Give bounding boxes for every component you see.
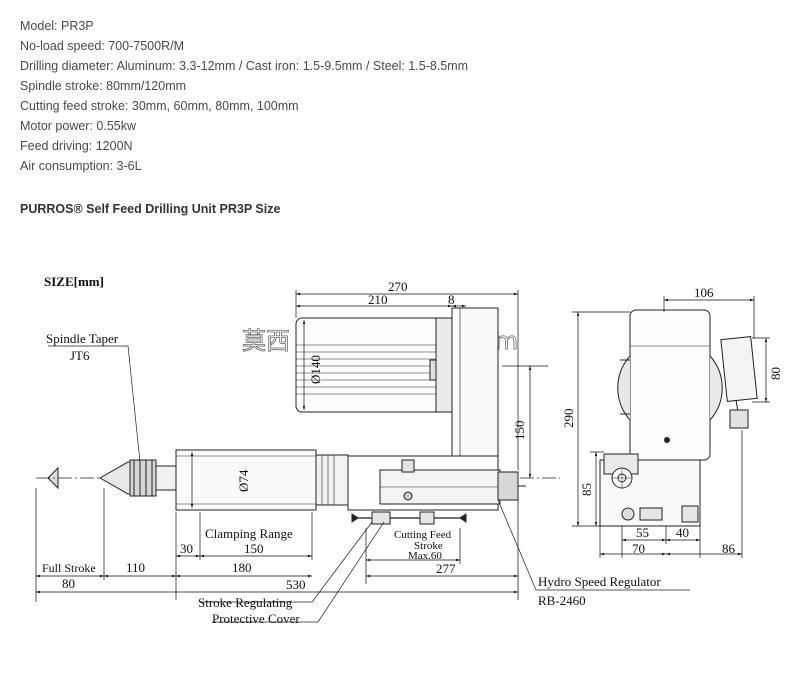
label-stroke-regulating: Stroke Regulating (198, 595, 293, 610)
dim-270: 270 (388, 279, 408, 294)
dim-40: 40 (676, 525, 689, 540)
dim-70: 70 (632, 541, 645, 556)
label-jt6: JT6 (70, 348, 90, 363)
size-label: SIZE[mm] (44, 274, 104, 289)
label-spindle-taper: Spindle Taper (46, 331, 119, 346)
spec-cutting-feed-stroke: Cutting feed stroke: 30mm, 60mm, 80mm, 1… (20, 99, 299, 113)
side-dimension-values: 270 210 8 Ø140 150 Ø74 30 150 80 110 180… (62, 279, 527, 592)
dim-290: 290 (561, 409, 576, 429)
dim-85: 85 (579, 483, 594, 496)
dim-55: 55 (636, 525, 649, 540)
front-dimensions (572, 296, 770, 558)
dim-150-vertical: 150 (512, 421, 527, 441)
dim-530: 530 (286, 577, 306, 592)
dim-d140: Ø140 (308, 355, 323, 384)
dim-30: 30 (180, 541, 193, 556)
side-dimensions (35, 290, 548, 602)
section-heading: PURROS® Self Feed Drilling Unit PR3P Siz… (20, 202, 281, 216)
dim-80: 80 (62, 576, 75, 591)
front-motor (629, 309, 711, 461)
dim-106: 106 (694, 285, 714, 300)
label-clamping-range: Clamping Range (205, 526, 293, 541)
front-regulator (720, 336, 758, 402)
label-stroke: Stroke (414, 540, 443, 552)
spec-air-consumption: Air consumption: 3-6L (20, 159, 142, 173)
column (451, 307, 499, 457)
side-view (36, 307, 560, 525)
front-dimension-values: 106 290 80 85 55 40 70 86 (561, 285, 783, 556)
label-max60: Max.60 (408, 550, 442, 562)
label-full-stroke: Full Stroke (42, 561, 96, 575)
spec-motor-power: Motor power: 0.55kw (20, 119, 137, 133)
dim-d74: Ø74 (236, 469, 251, 492)
leader-lines (48, 345, 690, 623)
front-view (599, 309, 758, 527)
dim-110: 110 (126, 560, 145, 575)
spec-list: Model: PR3P No-load speed: 700-7500R/M D… (20, 16, 468, 176)
dim-210: 210 (368, 292, 388, 307)
spec-model: Model: PR3P (20, 19, 94, 33)
spec-speed: No-load speed: 700-7500R/M (20, 39, 184, 53)
drill-body (175, 449, 317, 511)
label-hydro-speed-regulator: Hydro Speed Regulator (538, 574, 661, 589)
spec-drilling-diameter: Drilling diameter: Aluminum: 3.3-12mm / … (20, 59, 469, 73)
label-cutting-feed: Cutting Feed (394, 529, 452, 541)
dim-86: 86 (722, 541, 736, 556)
spec-spindle-stroke: Spindle stroke: 80mm/120mm (20, 79, 187, 93)
dim-8: 8 (448, 292, 455, 307)
dim-180: 180 (232, 560, 252, 575)
spec-feed-driving: Feed driving: 1200N (20, 139, 133, 153)
quill (155, 465, 177, 491)
label-protective-cover: Protective Cover (212, 611, 300, 626)
dim-277: 277 (436, 561, 456, 576)
label-rb-2460: RB-2460 (538, 593, 586, 608)
dim-150-horizontal: 150 (244, 541, 264, 556)
dim-80-right: 80 (768, 367, 783, 380)
